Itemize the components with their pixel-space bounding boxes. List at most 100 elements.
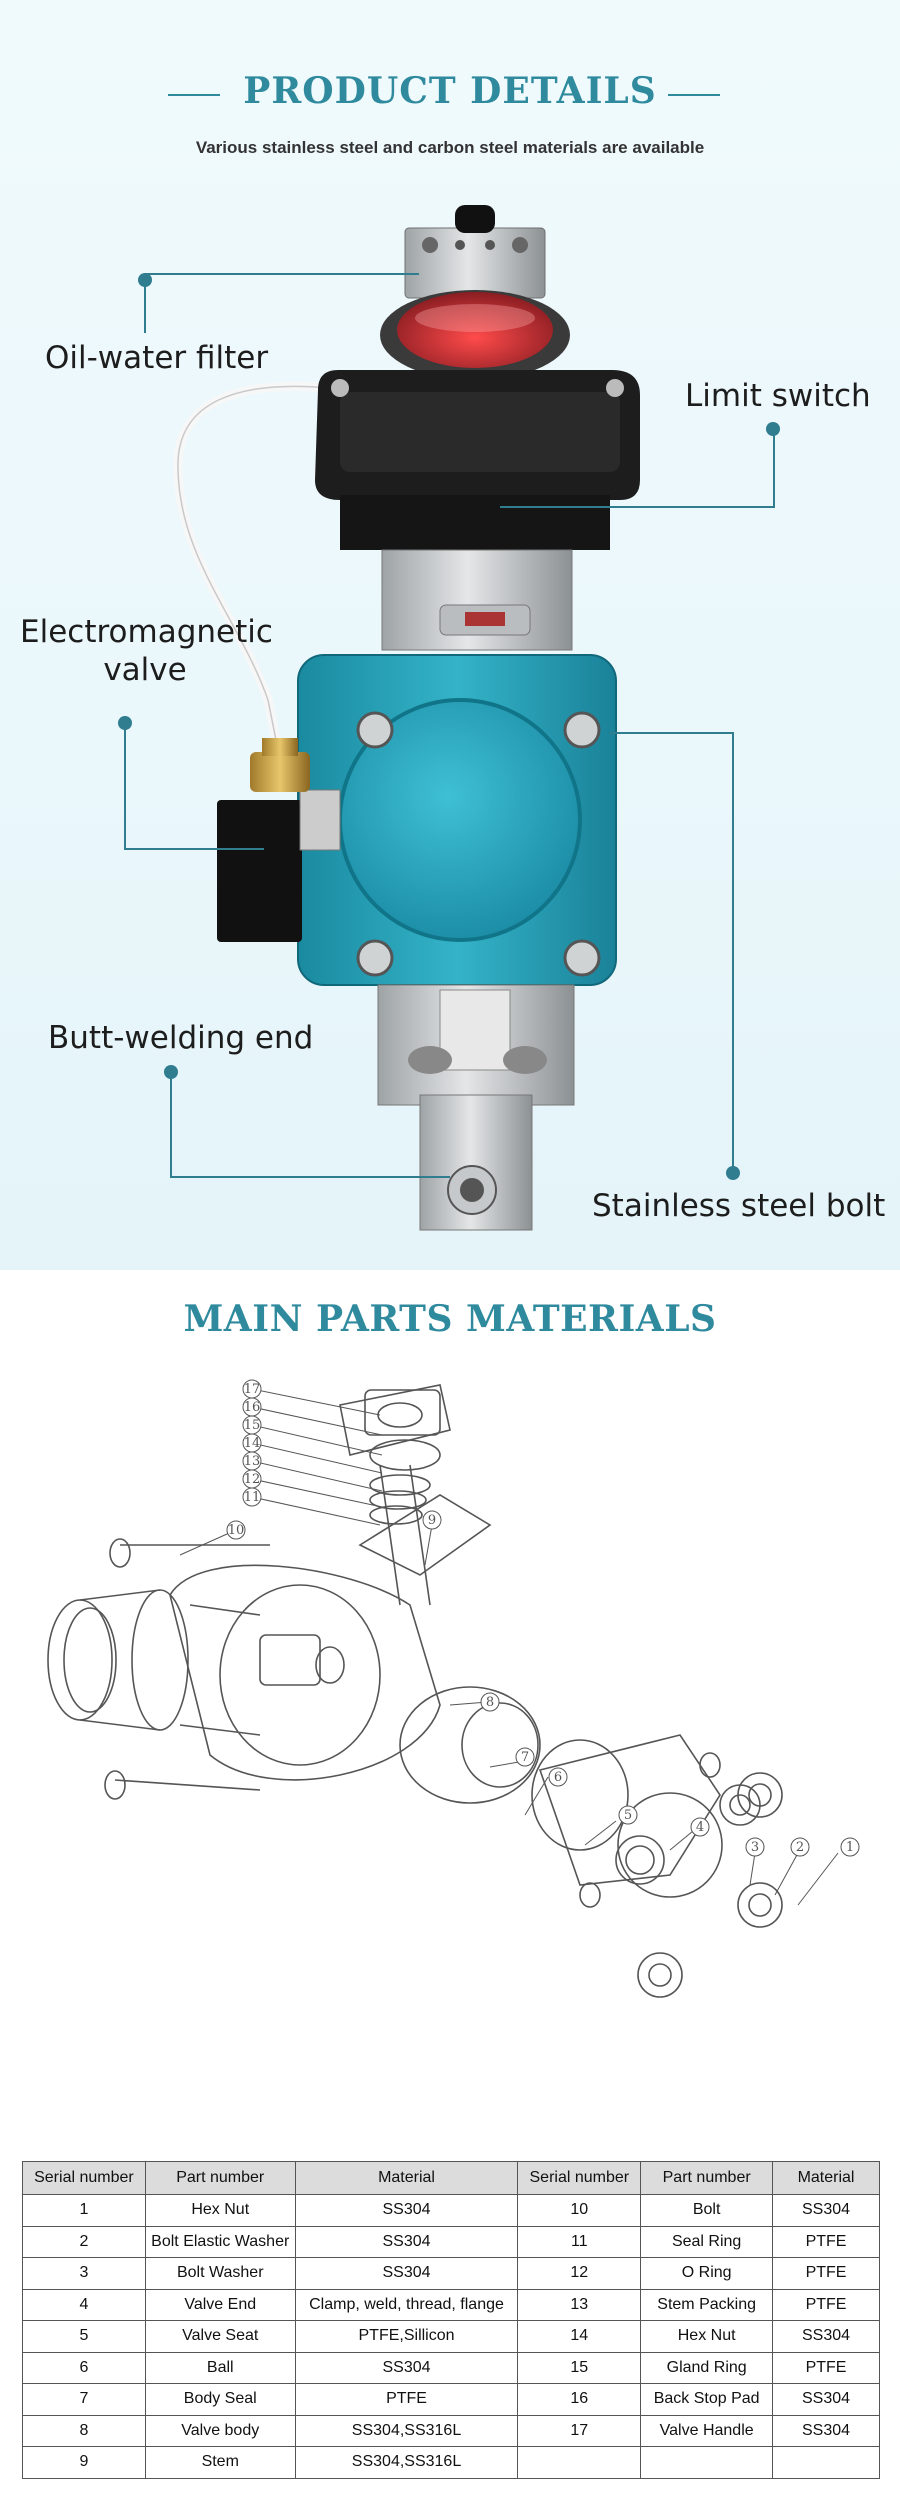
callout-line [732, 732, 734, 1172]
exploded-valve-diagram: 17 16 15 14 13 12 11 10 9 8 7 6 5 4 3 2 … [47, 1379, 860, 1998]
diagram-label-15: 15 [242, 1415, 262, 1435]
diagram-label-14: 14 [242, 1433, 262, 1453]
callout-electromagnetic-valve-line-1: Electromagnetic [20, 614, 273, 650]
table-cell: SS304 [294, 2351, 519, 2384]
table-cell: PTFE [772, 2288, 880, 2321]
table-row: 7 Body Seal PTFE 16 Back Stop Pad SS304 [22, 2383, 880, 2416]
valve-product-image [177, 205, 640, 1231]
table-cell: 1 [22, 2194, 146, 2227]
table-cell: SS304 [294, 2257, 519, 2290]
table-row: 1 Hex Nut SS304 10 Bolt SS304 [22, 2194, 880, 2227]
table-cell [640, 2446, 774, 2479]
table-cell: SS304,SS316L [294, 2446, 519, 2479]
diagram-label-5: 5 [618, 1805, 638, 1825]
svg-text:1: 1 [846, 1840, 854, 1855]
table-cell: PTFE,Sillicon [294, 2320, 519, 2353]
diagram-label-11: 11 [242, 1487, 262, 1507]
table-cell: SS304 [772, 2414, 880, 2447]
table-cell: 10 [517, 2194, 642, 2227]
table-cell: Valve End [144, 2288, 296, 2321]
diagram-label-7: 7 [515, 1747, 535, 1767]
table-cell: Stem Packing [640, 2288, 774, 2321]
callout-line [124, 722, 126, 850]
table-row: 3 Bolt Washer SS304 12 O Ring PTFE [22, 2257, 880, 2290]
table-cell: Stem [144, 2446, 296, 2479]
table-cell [772, 2446, 880, 2479]
table-cell: 9 [22, 2446, 146, 2479]
table-cell: SS304 [772, 2194, 880, 2227]
svg-text:15: 15 [244, 1418, 261, 1433]
svg-text:2: 2 [796, 1840, 804, 1855]
product-details-title: PRODUCT DETAILS [243, 70, 657, 112]
svg-text:17: 17 [244, 1382, 261, 1397]
product-details-title-wrap: PRODUCT DETAILS [0, 70, 900, 112]
parts-section-title: MAIN PARTS MATERIALS [183, 1298, 717, 1340]
table-row: 4 Valve End Clamp, weld, thread, flange … [22, 2288, 880, 2321]
table-cell: 2 [22, 2225, 146, 2258]
table-cell: 17 [517, 2414, 642, 2447]
table-cell: Hex Nut [640, 2320, 774, 2353]
callout-butt-welding-end: Butt-welding end [48, 1020, 314, 1056]
diagram-label-2: 2 [790, 1837, 810, 1857]
column-header: Serial number [22, 2161, 146, 2195]
svg-text:16: 16 [244, 1400, 261, 1415]
table-row: 5 Valve Seat PTFE,Sillicon 14 Hex Nut SS… [22, 2320, 880, 2353]
callout-line [610, 732, 734, 734]
title-line-left [168, 94, 220, 96]
table-cell: Bolt Elastic Washer [144, 2225, 296, 2258]
callout-oil-water-filter: Oil-water filter [45, 340, 269, 376]
callout-line [170, 1071, 172, 1177]
callout-electromagnetic-valve: Electromagnetic valve [20, 614, 273, 690]
table-cell: SS304 [294, 2225, 519, 2258]
table-cell: Gland Ring [640, 2351, 774, 2384]
callout-line [124, 848, 264, 850]
diagram-label-6: 6 [548, 1767, 568, 1787]
diagram-label-8: 8 [480, 1692, 500, 1712]
table-cell: Valve Seat [144, 2320, 296, 2353]
callout-limit-switch: Limit switch [685, 378, 871, 414]
column-header: Part number [640, 2161, 774, 2195]
table-cell: 8 [22, 2414, 146, 2447]
table-cell: 16 [517, 2383, 642, 2416]
diagram-label-3: 3 [745, 1837, 765, 1857]
table-cell: 13 [517, 2288, 642, 2321]
table-cell: SS304 [772, 2383, 880, 2416]
table-cell: 4 [22, 2288, 146, 2321]
svg-text:5: 5 [624, 1808, 632, 1823]
table-cell: Back Stop Pad [640, 2383, 774, 2416]
table-cell: 3 [22, 2257, 146, 2290]
svg-text:8: 8 [486, 1695, 494, 1710]
callout-line [773, 428, 775, 508]
table-row: 9 Stem SS304,SS316L [22, 2446, 880, 2479]
table-cell: 6 [22, 2351, 146, 2384]
table-row: 2 Bolt Elastic Washer SS304 11 Seal Ring… [22, 2225, 880, 2258]
table-cell: Valve Handle [640, 2414, 774, 2447]
table-cell: Clamp, weld, thread, flange [294, 2288, 519, 2321]
svg-text:10: 10 [228, 1523, 245, 1538]
callout-line [170, 1176, 450, 1178]
callout-line [144, 273, 419, 275]
table-cell: Ball [144, 2351, 296, 2384]
diagram-label-16: 16 [242, 1397, 262, 1417]
svg-text:11: 11 [244, 1490, 261, 1505]
table-cell: Bolt [640, 2194, 774, 2227]
table-cell: SS304 [772, 2320, 880, 2353]
table-cell: 12 [517, 2257, 642, 2290]
callout-dot-stainless-steel-bolt [726, 1166, 740, 1180]
svg-text:12: 12 [244, 1472, 261, 1487]
table-cell: PTFE [772, 2351, 880, 2384]
table-cell: 14 [517, 2320, 642, 2353]
svg-text:7: 7 [521, 1750, 529, 1765]
column-header: Serial number [517, 2161, 642, 2195]
callout-line [500, 506, 775, 508]
diagram-label-10: 10 [226, 1520, 246, 1540]
table-cell: 11 [517, 2225, 642, 2258]
diagram-label-12: 12 [242, 1469, 262, 1489]
table-cell: O Ring [640, 2257, 774, 2290]
parts-materials-table: Serial number Part number Material Seria… [22, 2161, 880, 2479]
table-header-row: Serial number Part number Material Seria… [22, 2161, 880, 2195]
table-cell: 7 [22, 2383, 146, 2416]
table-cell: Hex Nut [144, 2194, 296, 2227]
svg-text:3: 3 [751, 1840, 759, 1855]
table-row: 6 Ball SS304 15 Gland Ring PTFE [22, 2351, 880, 2384]
